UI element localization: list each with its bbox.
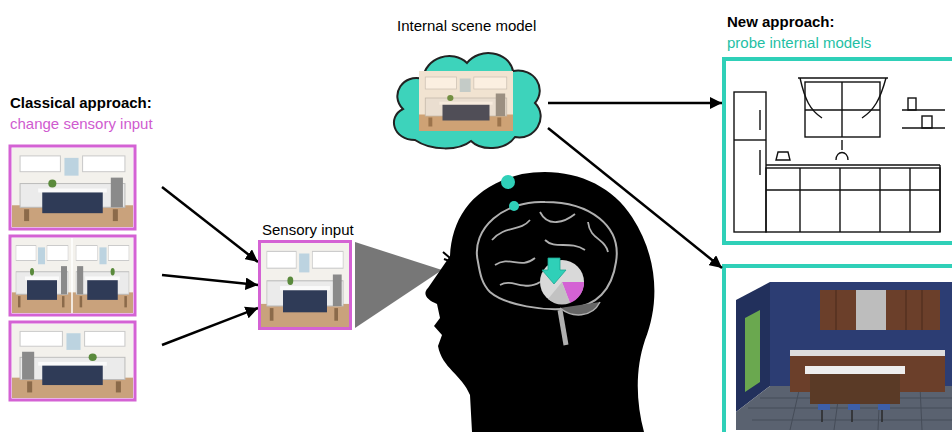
group-heading: Classical approach: change sensory input (8, 92, 162, 402)
heading-text: Sensory input (262, 221, 354, 239)
render-3d (724, 266, 952, 432)
connector-arrow (548, 128, 722, 268)
projection-cone (355, 242, 442, 328)
heading-text: New approach: (727, 13, 947, 31)
subheading-text: change sensory input (10, 115, 160, 133)
brain (477, 202, 617, 345)
head-silhouette (425, 172, 654, 432)
sensory-box: Sensory input (258, 240, 352, 330)
connector-arrow (162, 187, 258, 262)
connector-arrow (548, 102, 722, 105)
heading-text: Internal scene model (397, 17, 536, 35)
connector-arrow (162, 275, 258, 285)
sensory-image (261, 243, 349, 327)
connector-arrow (162, 308, 258, 345)
thought-cloud: Internal scene model (385, 45, 548, 152)
group-heading: New approach: probe internal models (722, 8, 952, 432)
stimulus-images (10, 146, 135, 400)
heading-text: Classical approach: (10, 94, 160, 112)
cloud-shape (385, 45, 548, 152)
sketch-drawing (724, 59, 952, 243)
subheading-text: probe internal models (727, 34, 947, 52)
